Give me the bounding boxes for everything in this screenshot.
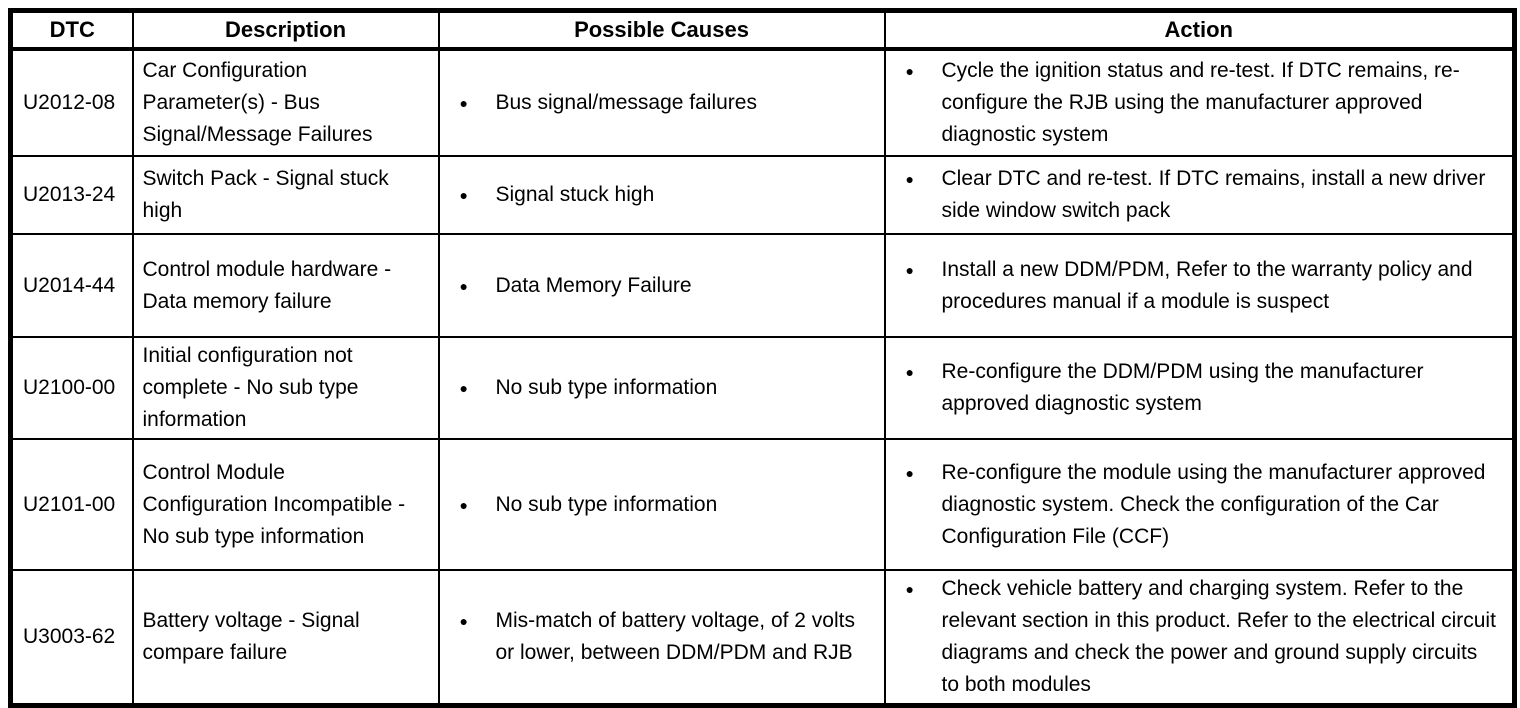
bullet-icon: ● [459, 277, 468, 294]
cause-item: ● No sub type information [460, 489, 872, 521]
table-row: U3003-62 Battery voltage - Signal compar… [9, 569, 1516, 707]
dtc-code: U2013-24 [23, 183, 116, 206]
description-cell: Switch Pack - Signal stuck high [131, 155, 440, 235]
action-text: Re-configure the module using the manufa… [941, 460, 1486, 548]
causes-list: ● Data Memory Failure [441, 270, 883, 302]
action-item: ● Re-configure the DDM/PDM using the manu… [906, 356, 1501, 420]
bullet-icon: ● [905, 581, 914, 597]
cause-text: Mis-match of battery voltage, of 2 volts… [495, 609, 855, 664]
column-header-description: Description [131, 9, 440, 51]
cause-item: ● Data Memory Failure [460, 270, 872, 302]
cause-item: ● Mis-match of battery voltage, of 2 volt… [460, 605, 872, 669]
table-row: U2014-44 Control module hardware - Data … [9, 233, 1516, 338]
actions-list: ● Install a new DDM/PDM, Refer to the war… [887, 254, 1513, 318]
action-text: Clear DTC and re-test. If DTC remains, i… [941, 167, 1486, 222]
bullet-icon: ● [459, 613, 468, 629]
table-row: U2101-00 Control Module Configuration In… [9, 438, 1516, 571]
possible-causes-cell: ● Mis-match of battery voltage, of 2 volt… [437, 569, 886, 707]
cause-text: Data Memory Failure [495, 273, 692, 297]
bullet-icon: ● [459, 187, 468, 203]
action-cell: ● Install a new DDM/PDM, Refer to the war… [883, 233, 1516, 338]
action-text: Install a new DDM/PDM, Refer to the warr… [941, 257, 1473, 313]
column-header-action: Action [883, 9, 1516, 51]
action-cell: ● Re-configure the module using the manuf… [883, 438, 1516, 571]
causes-list: ● Signal stuck high [441, 179, 883, 211]
column-header-dtc: DTC [9, 9, 134, 51]
description-text: Initial configuration not complete - No … [142, 344, 359, 431]
cause-text: No sub type information [495, 492, 718, 516]
description-text: Car Configuration Parameter(s) - Bus Sig… [142, 59, 373, 146]
cause-text: Signal stuck high [495, 183, 655, 206]
dtc-table: DTC Description Possible Causes Action U… [8, 8, 1517, 708]
actions-list: ● Clear DTC and re-test. If DTC remains, … [887, 163, 1513, 227]
dtc-table-body: U2012-08 Car Configuration Parameter(s) … [9, 48, 1516, 707]
table-row: U2013-24 Switch Pack - Signal stuck high… [9, 155, 1516, 235]
description-cell: Control Module Configuration Incompatibl… [131, 438, 440, 571]
cause-text: No sub type information [495, 376, 718, 399]
action-text: Cycle the ignition status and re-test. I… [941, 59, 1460, 146]
dtc-code-cell: U2012-08 [9, 48, 134, 157]
causes-list: ● Mis-match of battery voltage, of 2 volt… [441, 605, 883, 669]
dtc-code: U2100-00 [23, 376, 116, 399]
bullet-icon: ● [905, 464, 914, 481]
description-cell: Car Configuration Parameter(s) - Bus Sig… [131, 48, 440, 157]
column-header-possible-causes: Possible Causes [437, 9, 886, 51]
dtc-code-cell: U2100-00 [9, 336, 134, 440]
dtc-code-cell: U3003-62 [9, 569, 134, 707]
action-cell: ● Clear DTC and re-test. If DTC remains, … [883, 155, 1516, 235]
dtc-code-cell: U2014-44 [9, 233, 134, 338]
description-text: Battery voltage - Signal compare failure [142, 609, 360, 664]
bullet-icon: ● [905, 364, 914, 380]
possible-causes-cell: ● No sub type information [437, 336, 886, 440]
possible-causes-cell: ● No sub type information [437, 438, 886, 571]
actions-list: ● Re-configure the module using the manuf… [887, 457, 1513, 553]
causes-list: ● Bus signal/message failures [441, 87, 883, 119]
action-text: Re-configure the DDM/PDM using the manuf… [941, 360, 1424, 415]
action-item: ● Check vehicle battery and charging syst… [906, 573, 1501, 701]
causes-list: ● No sub type information [441, 489, 883, 521]
dtc-code-cell: U2101-00 [9, 438, 134, 571]
bullet-icon: ● [905, 171, 914, 187]
bullet-icon: ● [905, 63, 914, 79]
possible-causes-cell: ● Signal stuck high [437, 155, 886, 235]
bullet-icon: ● [459, 380, 468, 396]
description-cell: Control module hardware - Data memory fa… [131, 233, 440, 338]
actions-list: ● Cycle the ignition status and re-test. … [887, 55, 1513, 151]
action-item: ● Cycle the ignition status and re-test. … [906, 55, 1501, 151]
causes-list: ● No sub type information [441, 372, 883, 404]
bullet-icon: ● [905, 261, 914, 278]
action-cell: ● Re-configure the DDM/PDM using the manu… [883, 336, 1516, 440]
action-text: Check vehicle battery and charging syste… [941, 577, 1496, 696]
description-text: Control module hardware - Data memory fa… [142, 257, 392, 313]
bullet-icon: ● [459, 95, 468, 111]
description-text: Control Module Configuration Incompatibl… [142, 460, 406, 548]
actions-list: ● Check vehicle battery and charging syst… [887, 573, 1513, 701]
cause-item: ● Signal stuck high [460, 179, 872, 211]
table-row: U2012-08 Car Configuration Parameter(s) … [9, 48, 1516, 157]
dtc-code: U3003-62 [23, 625, 116, 648]
description-text: Switch Pack - Signal stuck high [142, 167, 389, 222]
description-cell: Initial configuration not complete - No … [131, 336, 440, 440]
cause-item: ● No sub type information [460, 372, 872, 404]
action-item: ● Install a new DDM/PDM, Refer to the war… [906, 254, 1501, 318]
dtc-code-cell: U2013-24 [9, 155, 134, 235]
header-row: DTC Description Possible Causes Action [9, 9, 1516, 51]
action-item: ● Re-configure the module using the manuf… [906, 457, 1501, 553]
action-cell: ● Cycle the ignition status and re-test. … [883, 48, 1516, 157]
table-row: U2100-00 Initial configuration not compl… [9, 336, 1516, 440]
dtc-code: U2101-00 [23, 492, 116, 516]
dtc-code: U2014-44 [23, 273, 116, 297]
possible-causes-cell: ● Bus signal/message failures [437, 48, 886, 157]
dtc-code: U2012-08 [23, 91, 116, 114]
action-cell: ● Check vehicle battery and charging syst… [883, 569, 1516, 707]
cause-text: Bus signal/message failures [495, 91, 757, 114]
bullet-icon: ● [459, 496, 468, 513]
action-item: ● Clear DTC and re-test. If DTC remains, … [906, 163, 1501, 227]
possible-causes-cell: ● Data Memory Failure [437, 233, 886, 338]
description-cell: Battery voltage - Signal compare failure [131, 569, 440, 707]
cause-item: ● Bus signal/message failures [460, 87, 872, 119]
actions-list: ● Re-configure the DDM/PDM using the manu… [887, 356, 1513, 420]
